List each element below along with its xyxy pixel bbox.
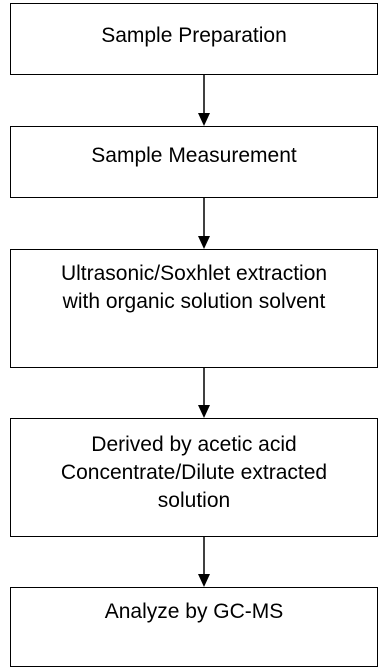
step-sample-measurement: Sample Measurement <box>10 126 378 198</box>
step-label: Ultrasonic/Soxhlet extraction with organ… <box>60 262 328 313</box>
step-analyze-gcms: Analyze by GC-MS <box>10 587 378 667</box>
step-label: Derived by acetic acid Concentrate/Dilut… <box>60 433 328 512</box>
arrow-1 <box>198 75 210 126</box>
step-label: Sample Preparation <box>101 24 287 47</box>
step-sample-preparation: Sample Preparation <box>10 3 378 75</box>
arrow-2 <box>198 198 210 249</box>
step-label: Analyze by GC-MS <box>104 600 284 623</box>
step-extraction: Ultrasonic/Soxhlet extraction with organ… <box>10 249 378 368</box>
arrow-3 <box>198 368 210 418</box>
arrow-4 <box>198 537 210 587</box>
step-label: Sample Measurement <box>91 144 297 167</box>
step-derivatization: Derived by acetic acid Concentrate/Dilut… <box>10 418 378 537</box>
